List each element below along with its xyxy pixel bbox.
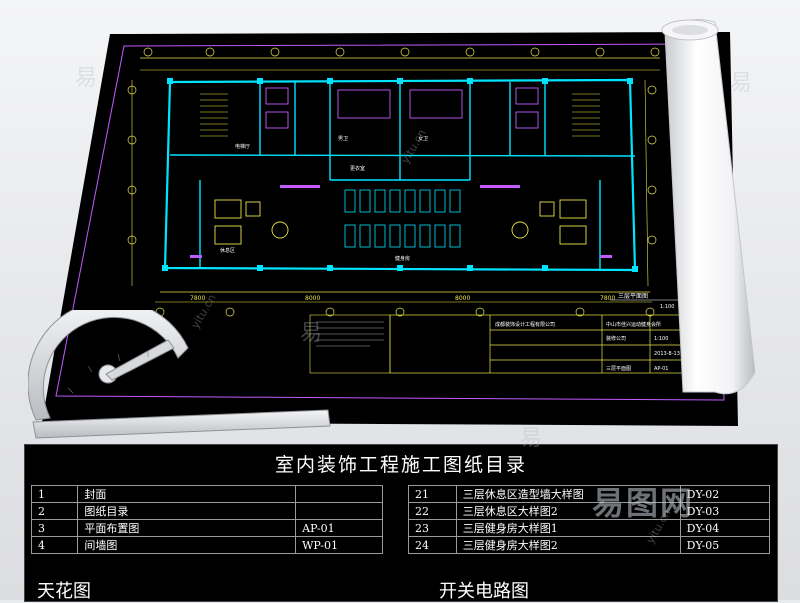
table-row: 21 三层休息区造型墙大样图 DY-02: [408, 485, 771, 503]
svg-text:三层平面图: 三层平面图: [618, 293, 648, 300]
drawing-code: DY-05: [679, 536, 771, 554]
svg-text:休息区: 休息区: [220, 247, 235, 254]
svg-text:健身房: 健身房: [395, 255, 410, 262]
drawing-code: WP-01: [295, 536, 383, 554]
drawing-code: [295, 485, 383, 503]
drawing-code: DY-03: [679, 502, 771, 520]
paper-roll: [645, 12, 765, 402]
table-row: 4 间墙图 WP-01: [30, 536, 383, 554]
svg-text:中山市佳兴运动健身会所: 中山市佳兴运动健身会所: [606, 321, 661, 328]
cad-drawing-sheet: 电梯厅 男卫 女卫 更衣室休息区健身房 7800 8000 8000 7800 三层平面…: [40, 30, 740, 428]
svg-text:7800: 7800: [600, 295, 615, 302]
svg-text:成都装饰设计工程有限公司: 成都装饰设计工程有限公司: [495, 321, 555, 328]
table-row: 1 封面: [30, 485, 383, 503]
row-number: 3: [30, 519, 79, 537]
row-number: 23: [408, 519, 457, 537]
drawing-code: AP-01: [295, 519, 383, 537]
svg-text:电梯厅: 电梯厅: [235, 143, 250, 150]
protractor: [27, 299, 338, 440]
drawing-name: 三层健身房大样图2: [455, 536, 681, 554]
row-number: 22: [408, 502, 457, 520]
svg-text:7800: 7800: [190, 295, 205, 302]
svg-text:AP-01: AP-01: [654, 366, 669, 372]
svg-text:装修公司: 装修公司: [606, 335, 626, 342]
directory-title: 室内装饰工程施工图纸目录: [274, 454, 527, 476]
svg-text:1:100: 1:100: [654, 336, 668, 342]
caption-switch-circuit: 开关电路图: [439, 581, 529, 602]
table-row: 23 三层健身房大样图1 DY-04: [408, 519, 771, 537]
svg-text:2013-8-13: 2013-8-13: [654, 351, 680, 357]
table-row: 22 三层休息区大样图2 DY-03: [408, 502, 771, 520]
svg-text:男卫: 男卫: [338, 136, 348, 142]
svg-text:8000: 8000: [305, 295, 320, 302]
table-row: 3 平面布置图 AP-01: [30, 519, 383, 537]
drawing-directory-panel: 室内装饰工程施工图纸目录 1 封面 2 图纸目录 3 平面布置图 AP-01 4…: [24, 444, 778, 602]
svg-text:8000: 8000: [455, 295, 470, 302]
row-number: 21: [408, 485, 457, 503]
drawing-name: 平面布置图: [77, 519, 297, 537]
directory-table-right: 21 三层休息区造型墙大样图 DY-02 22 三层休息区大样图2 DY-03 …: [408, 485, 771, 554]
svg-text:1:100: 1:100: [660, 304, 674, 310]
svg-text:女卫: 女卫: [418, 135, 428, 142]
svg-text:三层平面图: 三层平面图: [606, 366, 631, 372]
drawing-name: 封面: [77, 485, 297, 503]
row-number: 1: [30, 485, 79, 503]
table-row: 2 图纸目录: [30, 502, 383, 520]
directory-table-left: 1 封面 2 图纸目录 3 平面布置图 AP-01 4 间墙图 WP-01: [30, 485, 383, 554]
caption-ceiling-plan: 天花图: [37, 581, 91, 602]
drawing-name: 图纸目录: [77, 502, 297, 520]
drawing-name: 间墙图: [77, 536, 297, 554]
row-number: 24: [408, 536, 457, 554]
row-number: 2: [30, 502, 79, 520]
row-number: 4: [30, 536, 79, 554]
brand-watermark: 易图网: [592, 484, 695, 522]
table-row: 24 三层健身房大样图2 DY-05: [408, 536, 771, 554]
svg-text:更衣室: 更衣室: [350, 165, 365, 172]
drawing-code: [295, 502, 383, 520]
